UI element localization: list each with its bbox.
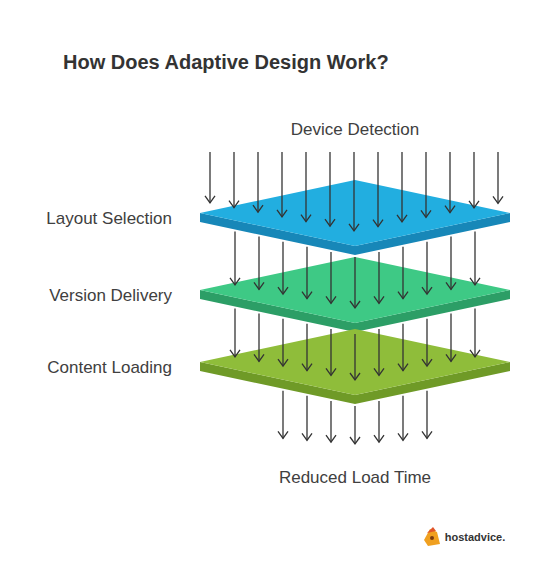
layer-label: Layout Selection <box>46 209 172 229</box>
layer-label: Version Delivery <box>49 286 172 306</box>
layer-plate: Version Delivery <box>0 249 536 340</box>
layer-label: Content Loading <box>47 358 172 378</box>
layer-plate: Content Loading <box>0 321 536 412</box>
logo-text: hostadvice. <box>445 531 506 543</box>
layer-plate: Layout Selection <box>0 172 536 263</box>
diagram-title: How Does Adaptive Design Work? <box>63 51 389 74</box>
input-label: Device Detection <box>291 120 420 140</box>
output-label: Reduced Load Time <box>279 468 431 488</box>
